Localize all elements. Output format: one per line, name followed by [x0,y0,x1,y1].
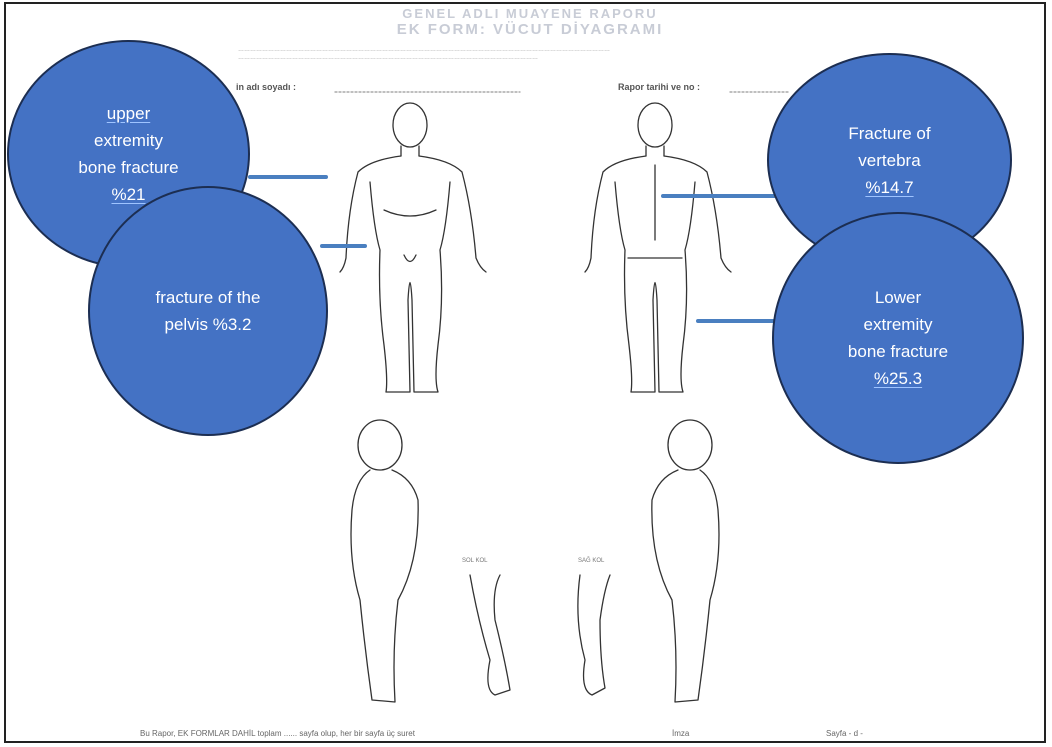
arm-label-left: SOL KOL [462,558,487,564]
callout-vertebra-line-1: Fracture of [848,120,930,147]
left-arm-figure [470,575,510,695]
footer-note: Bu Rapor, EK FORMLAR DAHİL toplam ......… [140,729,415,738]
body-side-right-figure [652,420,719,702]
callout-lower-extremity-line-2: extremity [848,311,948,338]
right-arm-figure [578,575,610,695]
arm-label-right: SAĞ KOL [578,558,604,564]
callout-lower-extremity: Lower extremity bone fracture %25.3 [772,212,1024,464]
callout-vertebra-line-2: vertebra [848,147,930,174]
footer-page: Sayfa - d - [826,729,863,738]
callout-vertebra-value: %14.7 [848,174,930,201]
callout-lower-extremity-line-3: bone fracture [848,338,948,365]
body-side-left-figure [351,420,418,702]
callout-lower-extremity-line-1: Lower [848,284,948,311]
callout-pelvis-line-1: fracture of the [156,284,261,311]
callout-lower-extremity-value: %25.3 [848,365,948,392]
footer-signature: İmza [672,729,689,738]
callout-upper-extremity-line-2: extremity [78,127,178,154]
callout-pelvis-value: pelvis %3.2 [156,311,261,338]
callout-connectors [250,177,780,321]
callout-upper-extremity-line-3: bone fracture [78,154,178,181]
callout-upper-extremity-line-1: upper [78,100,178,127]
callout-pelvis: fracture of the pelvis %3.2 [88,186,328,436]
body-back-figure [585,103,731,392]
